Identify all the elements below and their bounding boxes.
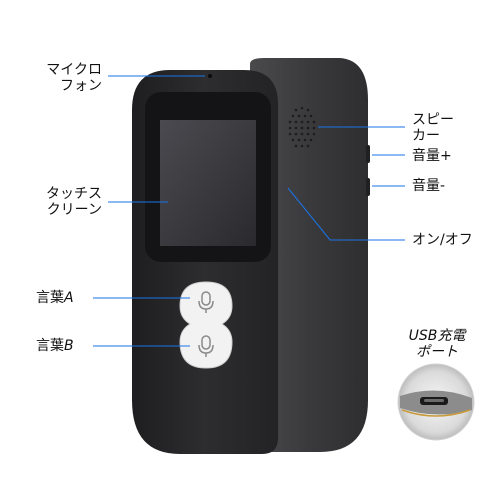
label-usb-port-line-2: ポート: [416, 344, 458, 360]
label-power: オン/オフ: [412, 232, 473, 248]
speaker-grille-icon: [288, 106, 316, 148]
label-speaker-line-2: カー: [412, 128, 440, 144]
device-back-body: [250, 58, 368, 452]
usb-port-inset: [397, 363, 475, 441]
touchscreen[interactable]: [160, 120, 256, 246]
button-b-microphone-icon[interactable]: [198, 335, 214, 357]
label-microphone-line-1: マイクロ: [46, 62, 102, 78]
leader-line-power: [287, 187, 405, 241]
label-touchscreen-line-1: タッチス: [46, 186, 102, 202]
label-microphone: マイクロ フォン: [10, 62, 102, 94]
label-touchscreen: タッチス クリーン: [10, 186, 102, 218]
label-language-b-letter: B: [64, 338, 74, 354]
label-touchscreen-line-2: クリーン: [46, 202, 102, 218]
volume-down-button[interactable]: [366, 178, 370, 196]
leader-lines: [93, 75, 405, 347]
volume-up-button[interactable]: [366, 145, 370, 163]
label-speaker: スピー カー: [412, 112, 454, 144]
label-speaker-line-1: スピー: [412, 112, 454, 128]
label-language-a-letter: A: [64, 290, 74, 306]
label-volume-up: 音量+: [412, 148, 452, 164]
language-buttons: [179, 281, 233, 369]
label-language-a: 言葉A: [36, 290, 74, 306]
microphone-hole-icon: [208, 74, 212, 78]
button-a-microphone-icon[interactable]: [198, 291, 214, 313]
label-language-a-prefix: 言葉: [36, 290, 64, 306]
label-language-b: 言葉B: [36, 338, 74, 354]
label-language-b-prefix: 言葉: [36, 338, 64, 354]
label-usb-port-line-1: USB充電: [408, 328, 466, 344]
label-microphone-line-2: フォン: [60, 78, 102, 94]
label-usb-port: USB充電 ポート: [398, 328, 476, 360]
label-volume-down: 音量-: [412, 178, 446, 194]
